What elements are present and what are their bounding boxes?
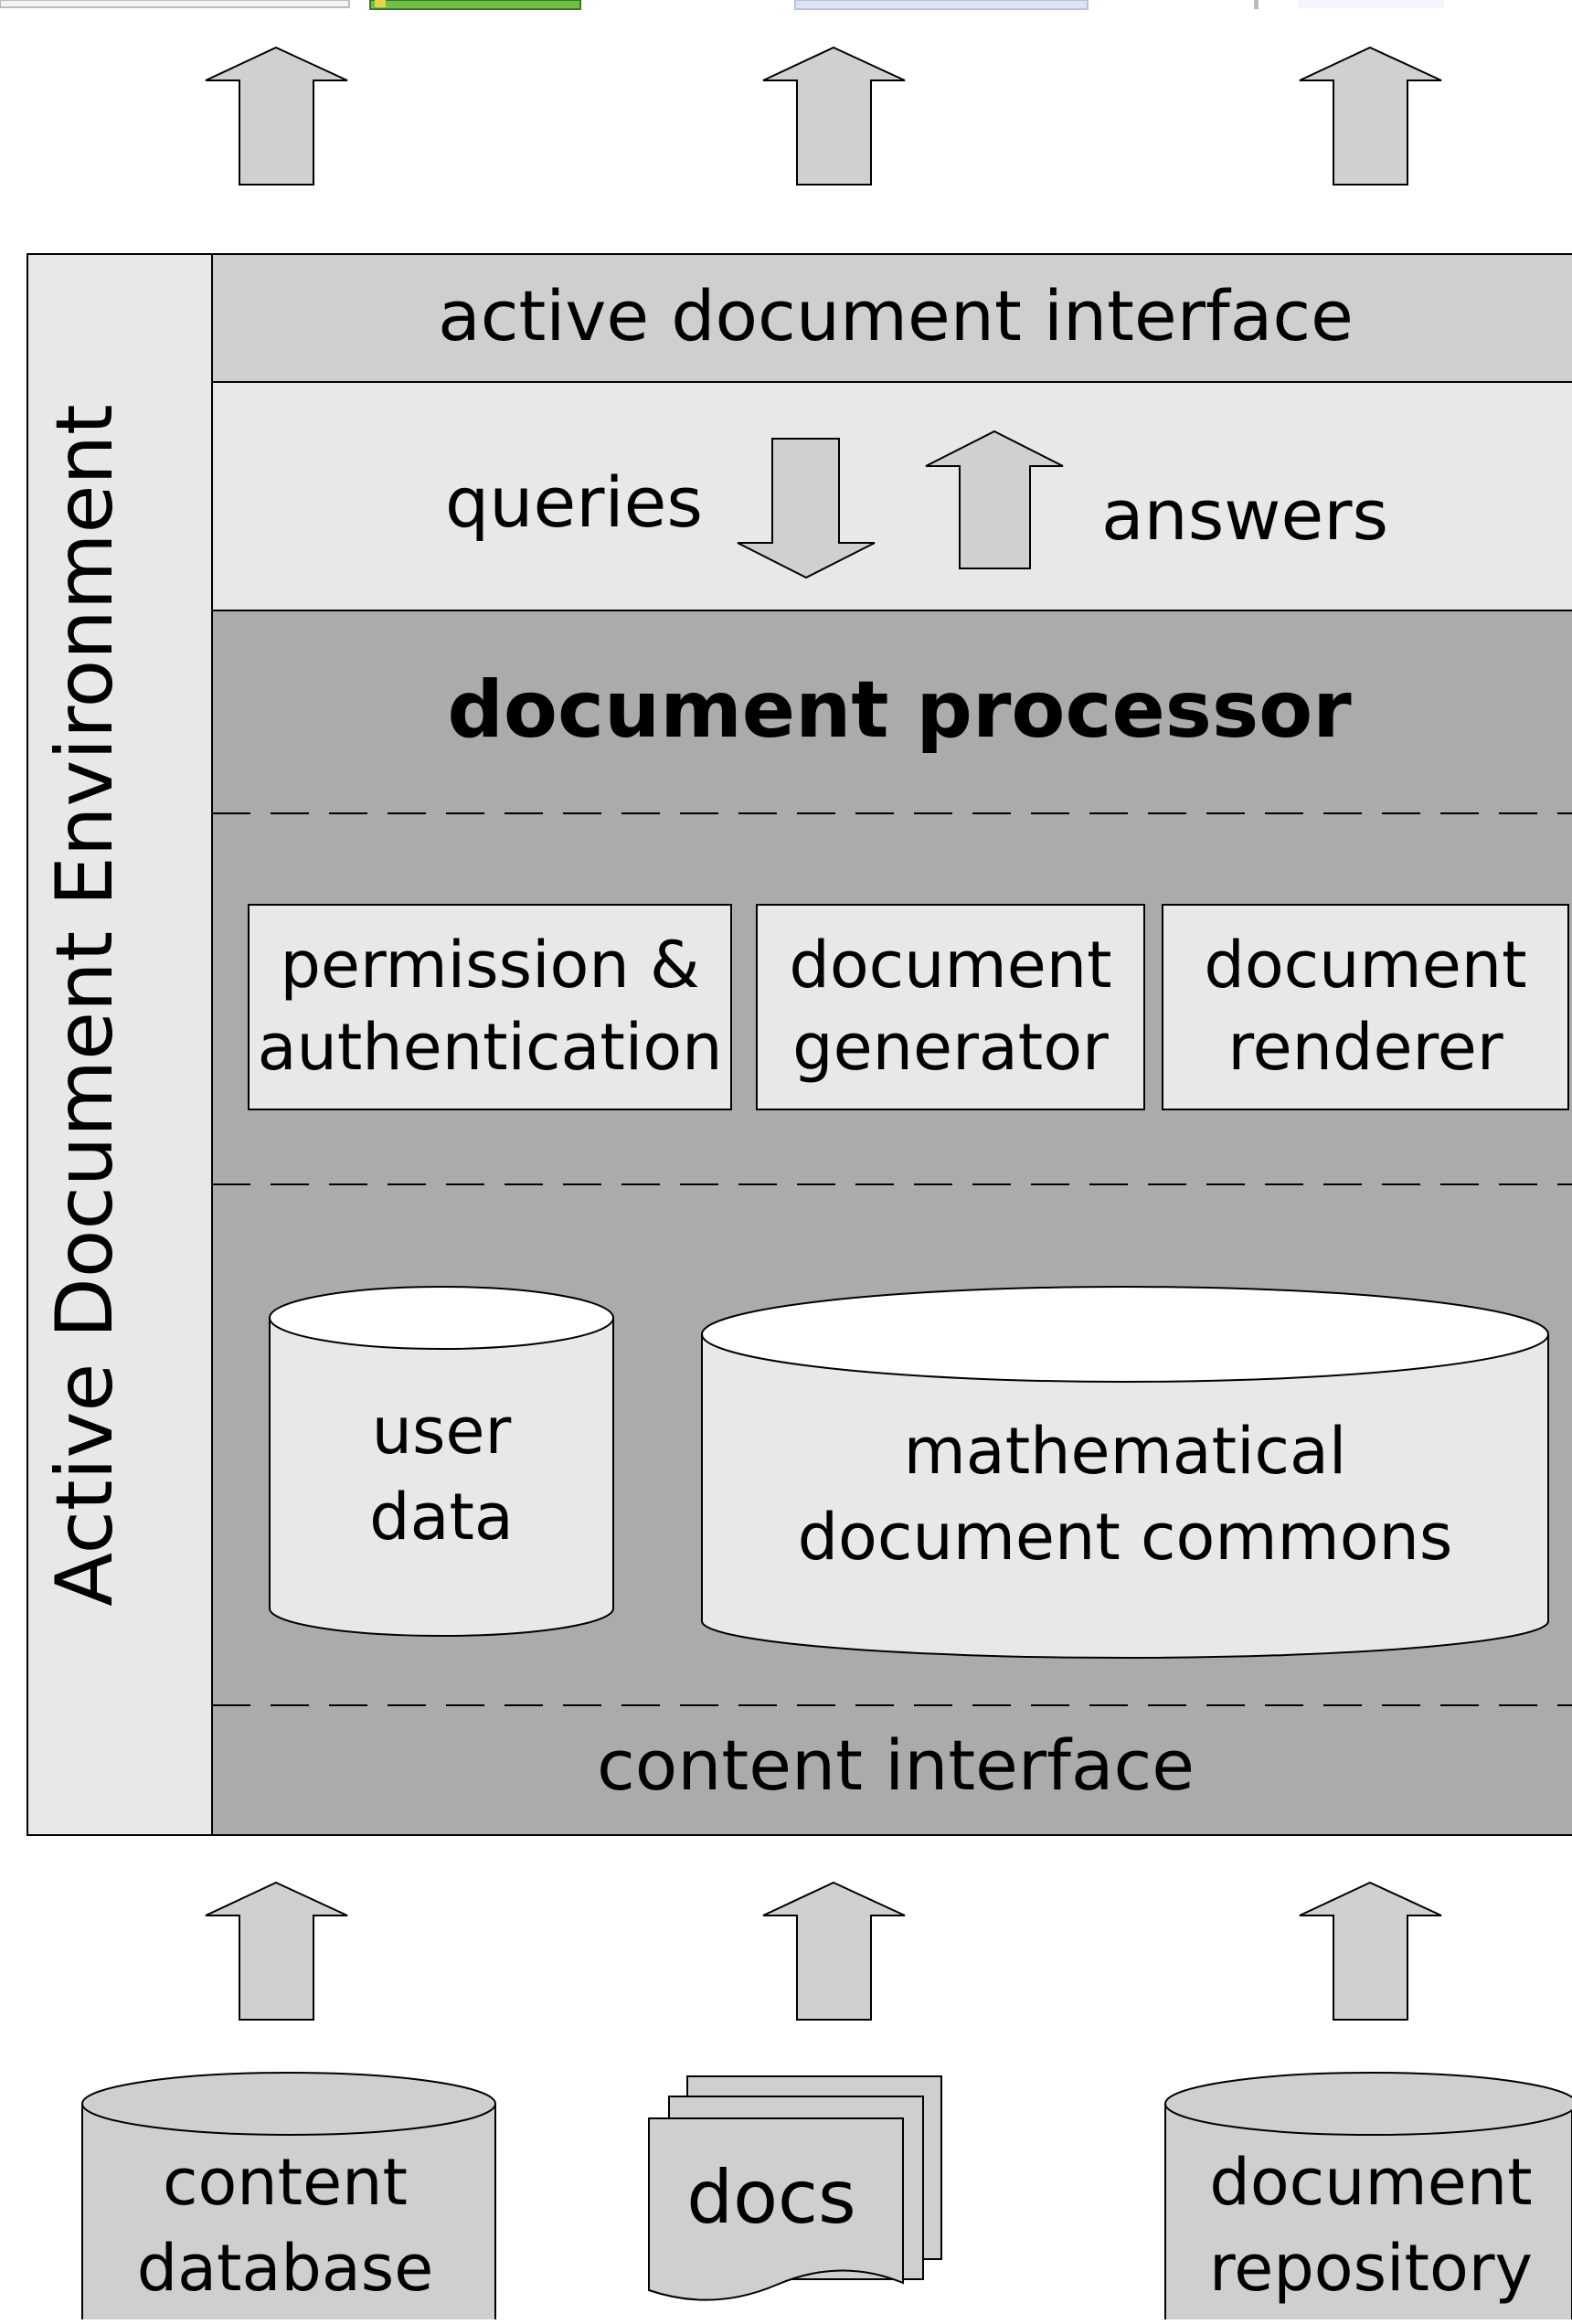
up-arrow-icon: [205, 46, 348, 186]
module-permission-authentication: permission & authentication: [248, 904, 732, 1110]
module-line: renderer: [1227, 1010, 1503, 1085]
store-line: mathematical: [904, 1414, 1347, 1489]
source-line: document: [1209, 2145, 1532, 2220]
store-line: document commons: [798, 1500, 1453, 1575]
docs-stack: docs: [648, 2075, 942, 2301]
queries-label: queries: [445, 462, 703, 543]
up-arrow-icon: [762, 1881, 906, 2021]
docs-label: docs: [686, 2155, 855, 2240]
up-arrow-icon: [1299, 1881, 1442, 2021]
active-document-interface-label: active document interface: [438, 275, 1354, 356]
content-interface-label: content interface: [597, 1724, 1195, 1806]
source-line: database: [137, 2231, 434, 2306]
module-line: authentication: [258, 1010, 723, 1085]
document-processor-title: document processor: [447, 664, 1352, 756]
source-line: content: [163, 2145, 408, 2220]
up-arrow-icon: [205, 1881, 348, 2021]
module-line: document: [789, 928, 1111, 1003]
store-line: user: [372, 1394, 512, 1469]
content-database-cylinder: content database: [81, 2072, 496, 2322]
answers-label: answers: [1101, 474, 1388, 556]
environment-title: Active Document Environment: [39, 404, 131, 1606]
active-document-interface-bar: [211, 253, 1572, 383]
up-arrow-icon: [1299, 46, 1442, 186]
module-document-generator: document generator: [756, 904, 1145, 1110]
bottom-arrows: [205, 1881, 1442, 2021]
module-line: permission &: [280, 928, 699, 1003]
module-line: document: [1204, 928, 1526, 1003]
store-line: data: [369, 1480, 514, 1555]
user-data-cylinder: user data: [269, 1286, 614, 1637]
document-processor: document processor permission & authenti…: [211, 610, 1572, 1836]
top-arrows: [205, 46, 1442, 186]
document-repository-cylinder: document repository: [1164, 2072, 1572, 2322]
top-cropped-thumbnails: [0, 0, 1444, 10]
up-arrow-icon: [762, 46, 906, 186]
module-document-renderer: document renderer: [1162, 904, 1569, 1110]
source-line: repository: [1209, 2231, 1533, 2306]
mathematical-document-commons-cylinder: mathematical document commons: [701, 1286, 1549, 1659]
up-arrow-icon: [925, 430, 1064, 569]
module-line: generator: [792, 1010, 1109, 1085]
down-arrow-icon: [737, 438, 876, 579]
